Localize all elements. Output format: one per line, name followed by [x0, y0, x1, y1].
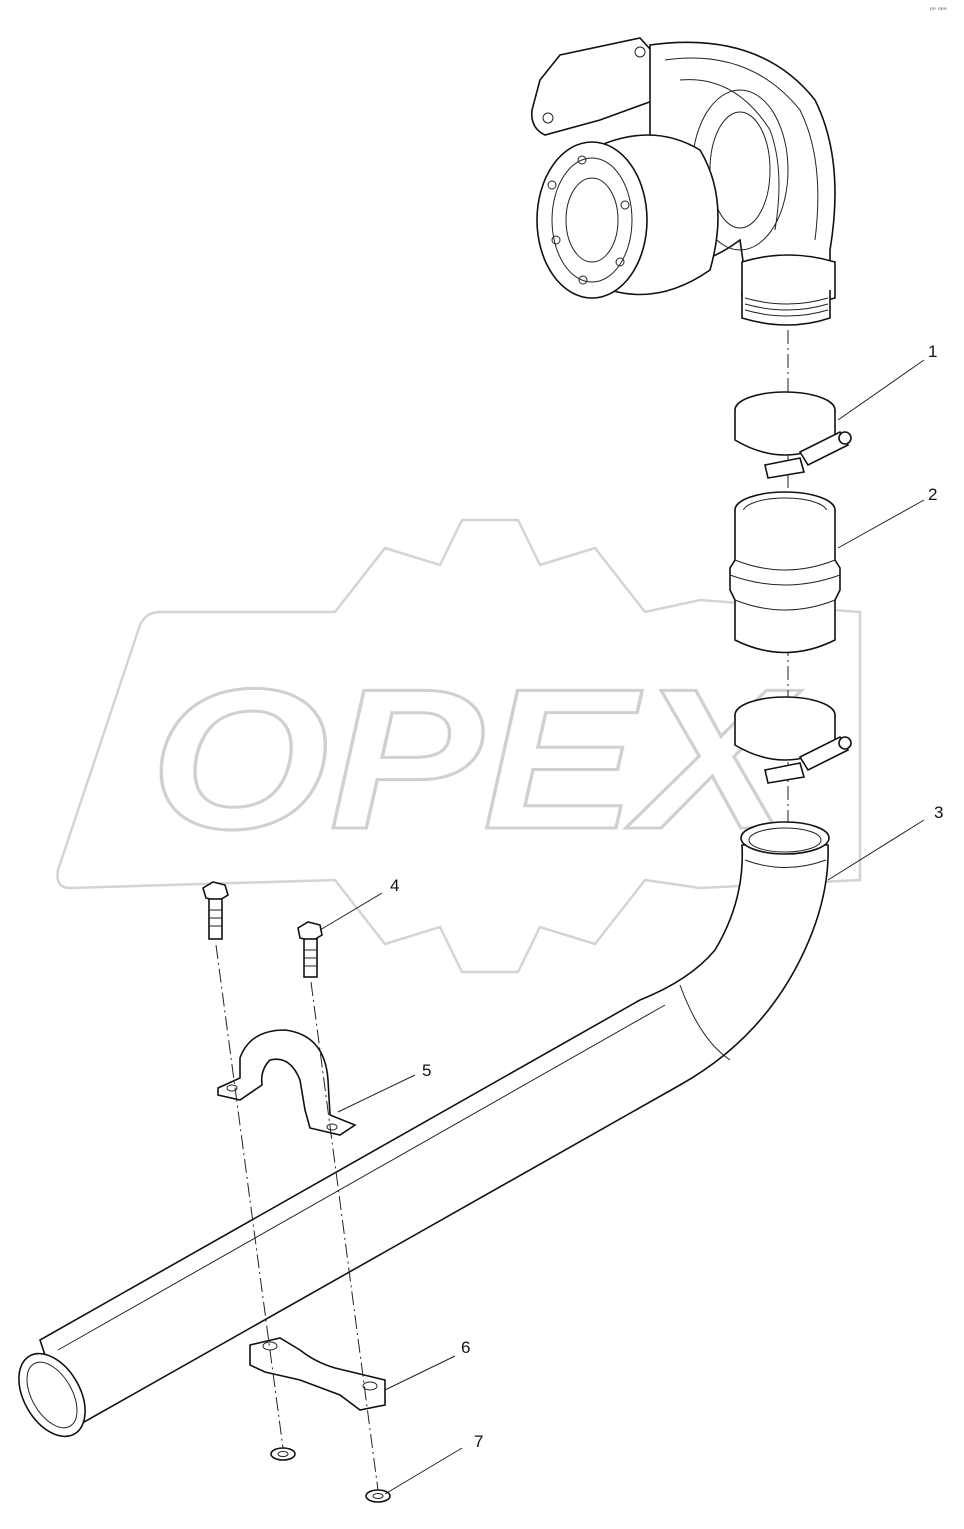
bracket-upper — [217, 1029, 357, 1136]
watermark-gear-outline — [56, 518, 862, 974]
corner-mark: ᵖᵒ ᵒᵖᵉ — [930, 6, 947, 14]
leader-lines — [319, 359, 925, 1495]
washer-left — [270, 1447, 296, 1461]
callout-2: 2 — [928, 485, 937, 504]
centerline-bolt-right — [310, 981, 379, 1491]
turbocharger-drawing — [530, 37, 836, 326]
clamp-lower — [734, 696, 852, 784]
callout-3: 3 — [934, 803, 943, 822]
watermark: OPEX — [56, 518, 862, 974]
exhaust-pipe — [18, 821, 830, 1438]
hose-coupling — [729, 491, 841, 654]
callout-5: 5 — [422, 1061, 431, 1080]
clamp-upper — [734, 391, 852, 479]
bolt-right — [297, 921, 323, 978]
callout-1: 1 — [928, 342, 937, 361]
callout-4: 4 — [390, 876, 399, 895]
callout-6: 6 — [461, 1338, 470, 1357]
watermark-text: OPEX — [150, 648, 802, 871]
washer-right — [365, 1489, 391, 1503]
centerline-bolt-left — [215, 944, 284, 1449]
callout-7: 7 — [474, 1432, 483, 1451]
bracket-lower — [249, 1337, 386, 1411]
bolt-left — [202, 881, 229, 940]
